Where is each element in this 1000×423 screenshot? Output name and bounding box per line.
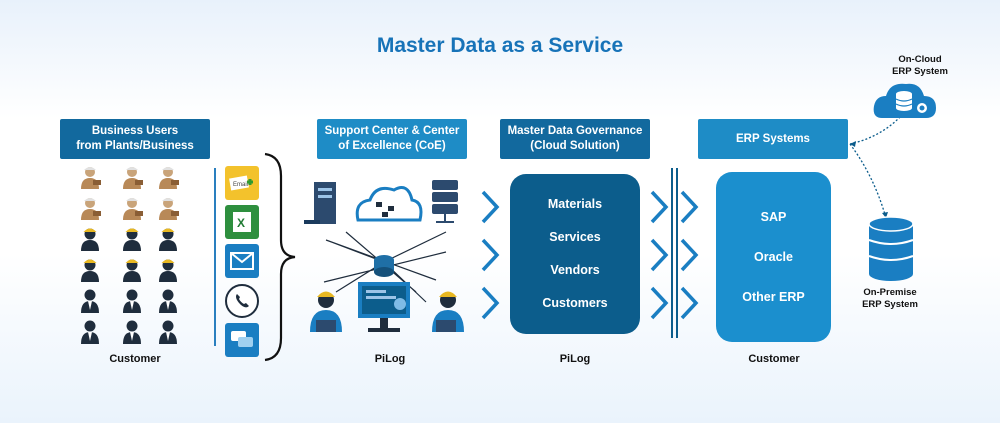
mdg-item: Vendors [550,263,600,277]
engineer-icon [310,291,342,332]
chevron-right-icon [650,238,669,272]
erp-item: Other ERP [742,290,805,304]
chevron-right-icon [650,286,669,320]
worker-icon [81,167,179,220]
header-line: Master Data Governance [507,125,643,137]
divider [214,168,216,346]
label-line: On-Cloud [898,54,942,65]
mdg-item: Services [549,230,601,244]
chevron-right-icon [650,190,669,224]
database-icon [432,180,458,223]
chat-icon [225,323,259,357]
chevron-right-icon [680,286,699,320]
business-users-header: Business Users from Plants/Business [60,119,210,159]
hardhat-person-icon [81,228,177,282]
erp-header: ERP Systems [698,119,848,159]
mdg-item: Materials [547,197,603,211]
erp-item: Oracle [754,250,793,264]
monitor-icon [358,282,410,332]
label-line: On-Premise [863,287,917,298]
cloud-erp-label: On-Cloud ERP System [880,54,960,78]
coe-caption: PiLog [374,353,406,365]
chevron-right-icon [680,238,699,272]
chevron-right-icon [481,190,500,224]
erp-caption: Customer [748,353,800,365]
page-title: Master Data as a Service [376,34,624,57]
header-line: from Plants/Business [76,140,194,152]
coe-header: Support Center & Center of Excellence (Co… [317,119,467,159]
erp-item: SAP [760,210,787,224]
mdg-panel: Materials Services Vendors Customers [510,174,640,334]
excel-icon: X [225,205,259,239]
chevron-right-icon [481,238,500,272]
mdg-header: Master Data Governance (Cloud Solution) [500,119,650,159]
mdg-caption: PiLog [559,353,591,365]
cloud-database-icon [873,83,936,118]
email-spreadsheet-icon: Email [225,166,259,200]
label-line: ERP System [892,66,948,77]
mdg-item: Customers [542,296,608,310]
chevron-arrows [481,190,500,320]
server-icon [304,182,336,224]
premise-database-icon [868,216,914,281]
engineer-icon [432,291,464,332]
svg-text:X: X [237,216,245,230]
header-line: (Cloud Solution) [530,140,620,152]
chevron-right-icon [481,286,500,320]
brace-connector [264,152,296,362]
coe-network [304,180,464,332]
header-line: Support Center & Center [324,125,460,137]
chevron-arrows [650,168,699,338]
cloud-icon [355,186,423,222]
header-line: Business Users [91,125,179,137]
phone-icon [225,284,259,318]
mail-icon [225,244,259,278]
chevron-right-icon [680,190,699,224]
business-caption: Customer [109,353,161,365]
business-person-icon [81,289,177,344]
label-line: ERP System [862,299,918,310]
svg-text:Email: Email [233,182,248,188]
header-line: of Excellence (CoE) [338,140,446,152]
people-grid [81,167,179,344]
premise-erp-label: On-Premise ERP System [850,287,930,311]
erp-panel: SAP Oracle Other ERP [716,172,831,342]
